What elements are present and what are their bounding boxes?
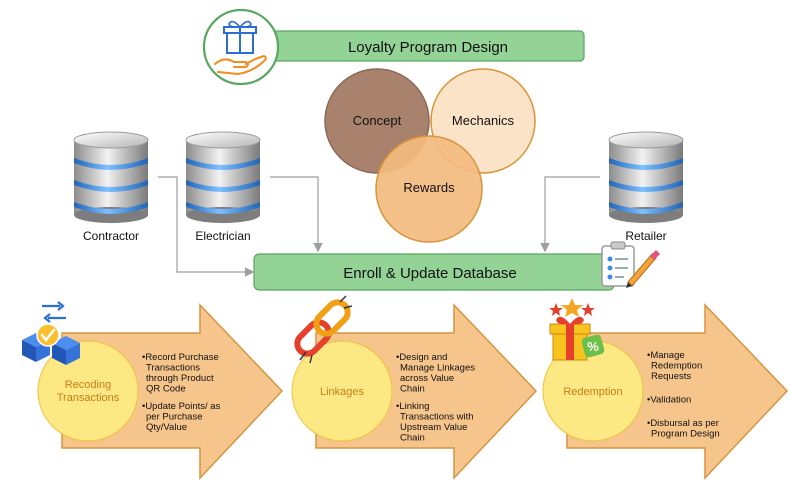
chain-link-icon — [294, 295, 353, 364]
db-label-electrician: Electrician — [195, 229, 250, 243]
venn-concept-label: Concept — [353, 113, 402, 128]
venn-rewards-label: Rewards — [403, 180, 455, 195]
database-icon-contractor — [73, 131, 149, 223]
db-label-retailer: Retailer — [625, 229, 666, 243]
process-title: Redemption — [563, 386, 622, 398]
database-icon-retailer — [608, 131, 684, 223]
connector-retailer — [540, 176, 600, 253]
database-icon-electrician — [185, 131, 261, 223]
blocks-check-icon — [22, 301, 80, 365]
process-bullet: •Validation — [647, 395, 691, 406]
process-circle — [37, 340, 139, 442]
clipboard-pen-icon — [601, 241, 660, 288]
connector-electrician — [270, 176, 323, 253]
process-arrow — [315, 303, 538, 480]
header-title: Loyalty Program Design — [348, 39, 508, 56]
connector-contractor — [158, 176, 255, 277]
venn-diagram: Concept Mechanics Rewards — [324, 68, 536, 243]
process-arrow — [61, 303, 284, 480]
db-label-contractor: Contractor — [83, 229, 139, 243]
database-group — [73, 131, 684, 223]
connectors — [158, 176, 600, 277]
gift-hand-icon — [202, 8, 280, 86]
enroll-label: Enroll & Update Database — [343, 265, 516, 282]
process-title: Linkages — [320, 386, 365, 398]
venn-rewards — [375, 135, 483, 243]
process-arrow — [566, 303, 789, 480]
enroll-bar: Enroll & Update Database — [253, 241, 660, 291]
venn-mechanics-label: Mechanics — [452, 113, 515, 128]
gift-box-stars-icon: % — [549, 298, 605, 361]
header: Loyalty Program Design — [202, 8, 585, 86]
process-circle — [291, 340, 393, 442]
svg-text:%: % — [587, 339, 599, 354]
